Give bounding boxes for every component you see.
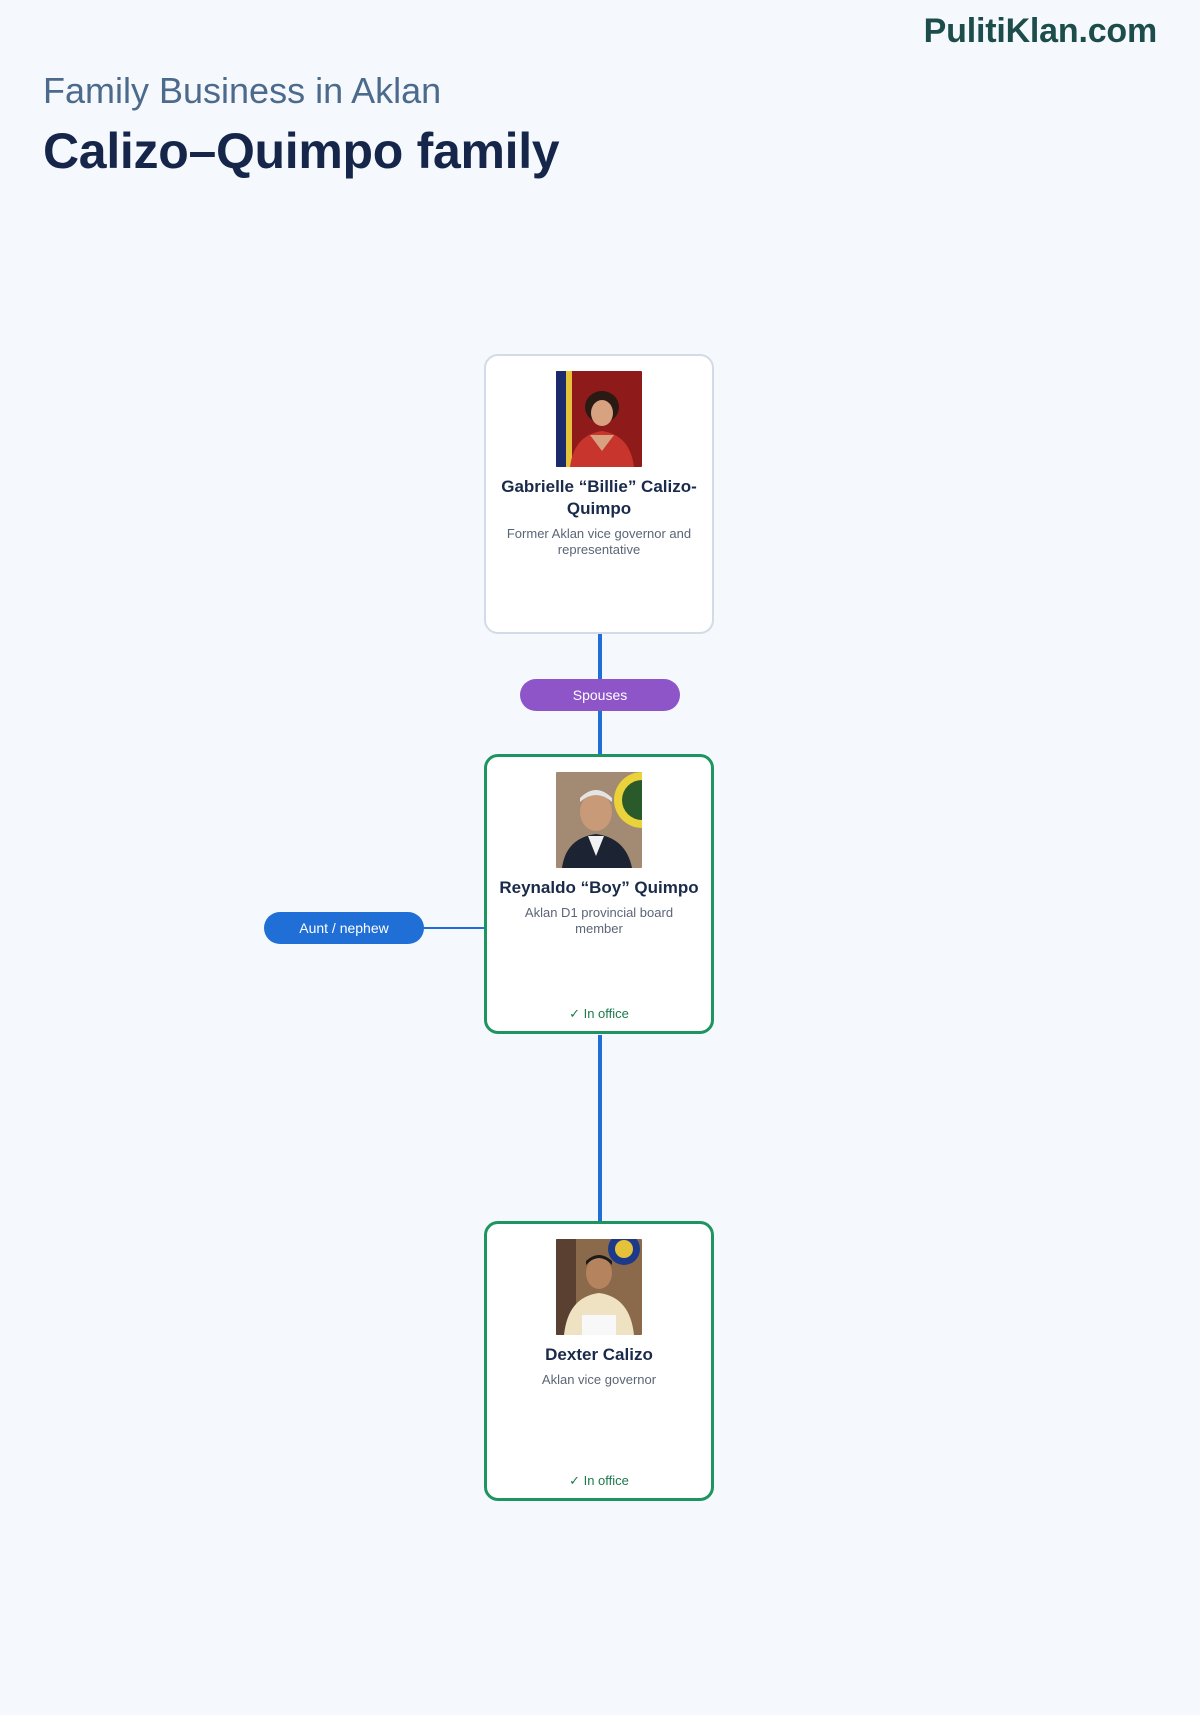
person-name: Gabrielle “Billie” Calizo-Quimpo: [501, 477, 697, 518]
portrait-photo: [556, 772, 642, 868]
person-name: Dexter Calizo: [545, 1345, 653, 1364]
portrait-photo: [556, 1239, 642, 1335]
person-card-reynaldo[interactable]: Reynaldo “Boy” Quimpo Aklan D1 provincia…: [484, 754, 714, 1034]
relation-badge-aunt-nephew: Aunt / nephew: [264, 912, 424, 944]
connector-line-branch: [420, 927, 486, 929]
page-title: Calizo–Quimpo family: [43, 123, 560, 179]
person-card-dexter[interactable]: Dexter Calizo Aklan vice governor ✓ In o…: [484, 1221, 714, 1501]
site-brand[interactable]: PulitiKlan.com: [923, 12, 1158, 50]
person-card-gabrielle[interactable]: Gabrielle “Billie” Calizo-Quimpo Former …: [484, 354, 714, 634]
person-role: Aklan D1 provincial board member: [524, 905, 674, 936]
portrait-photo: [556, 371, 642, 467]
page-subtitle: Family Business in Aklan: [43, 70, 442, 111]
person-name: Reynaldo “Boy” Quimpo: [499, 878, 699, 897]
in-office-badge: ✓ In office: [569, 1473, 629, 1488]
relation-badge-spouses: Spouses: [520, 679, 680, 711]
person-role: Aklan vice governor: [541, 1372, 657, 1387]
in-office-badge: ✓ In office: [569, 1006, 629, 1021]
person-role: Former Aklan vice governor and represent…: [506, 526, 692, 557]
connector-line-aunt-nephew: [598, 1035, 602, 1221]
